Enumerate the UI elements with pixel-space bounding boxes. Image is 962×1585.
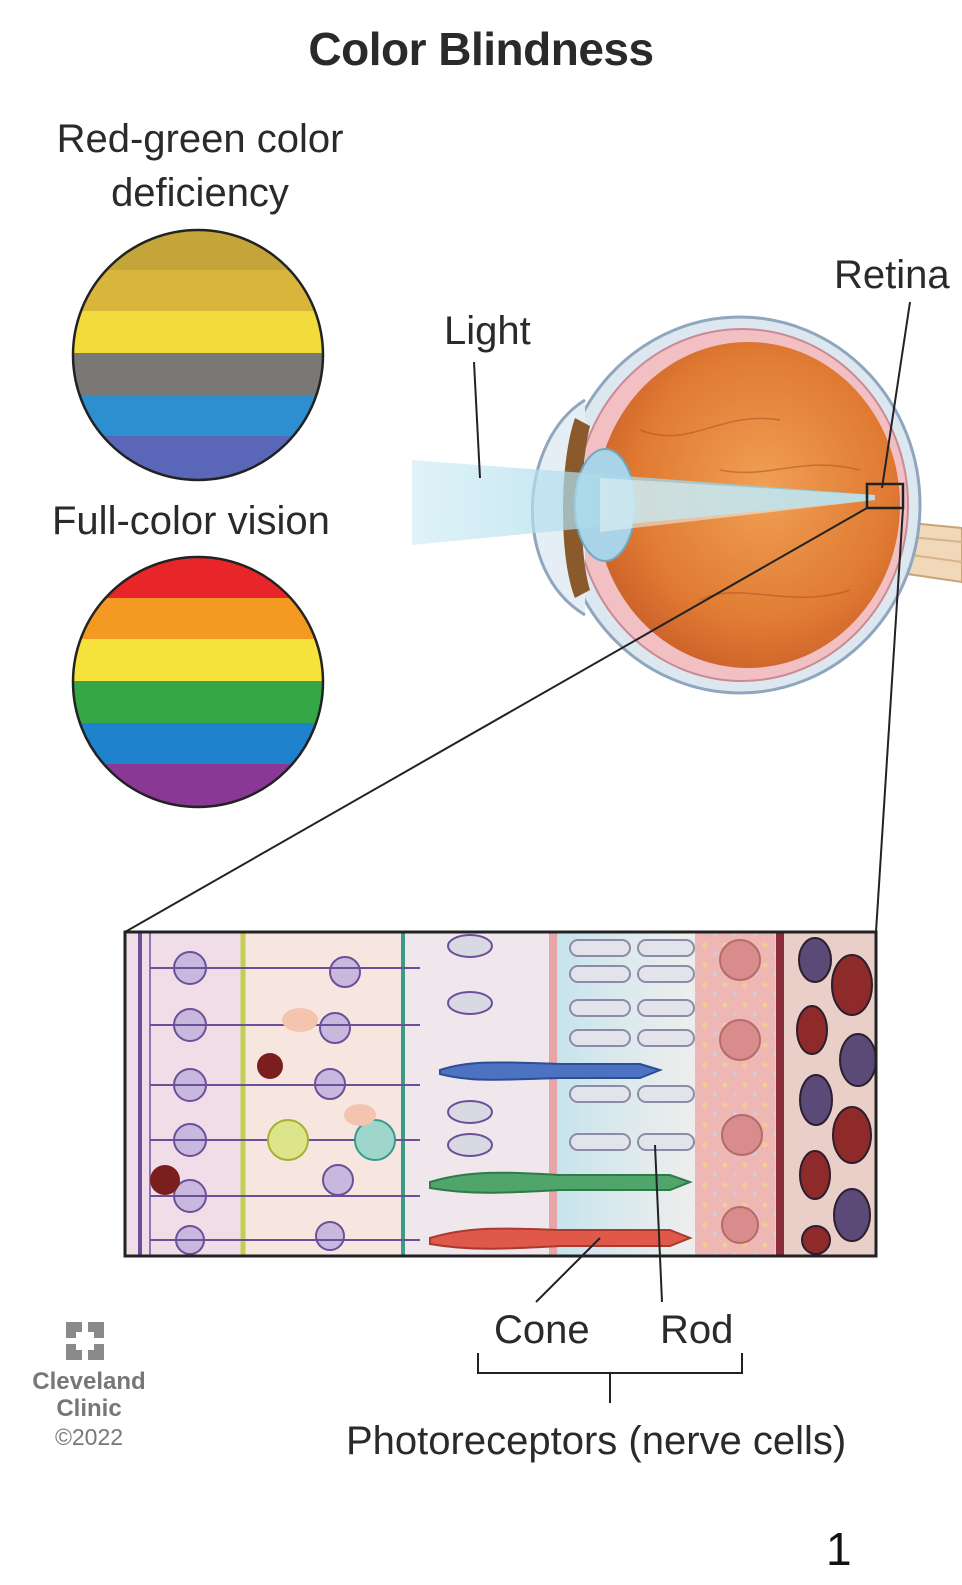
cleveland-clinic-logo: Cleveland Clinic ©2022 [24, 1368, 154, 1452]
photoreceptors-bracket [478, 1353, 742, 1403]
logo-name-line2: Clinic [24, 1395, 154, 1422]
rod-label: Rod [660, 1303, 733, 1357]
cleveland-clinic-logo-icon [66, 1322, 104, 1360]
logo-name-line1: Cleveland [24, 1368, 154, 1395]
photoreceptors-label: Photoreceptors (nerve cells) [346, 1414, 846, 1468]
cone-label: Cone [494, 1303, 590, 1357]
retina-cross-section [125, 932, 876, 1256]
page-number: 1 [826, 1522, 852, 1576]
copyright-year: ©2022 [24, 1422, 154, 1452]
